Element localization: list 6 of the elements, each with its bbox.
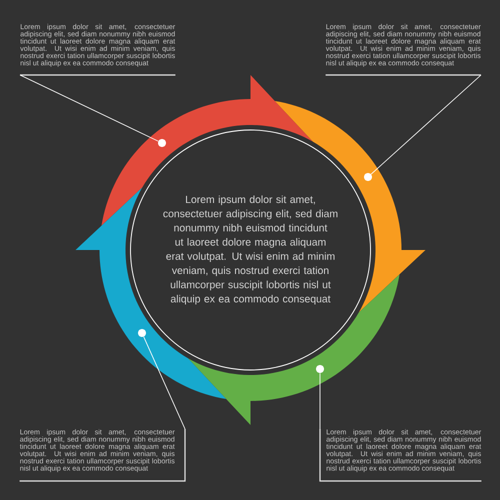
dot (158, 139, 166, 147)
dot (364, 173, 372, 181)
dot (138, 329, 146, 337)
dot (316, 365, 324, 373)
leader-line (370, 74, 482, 175)
leader-line (143, 336, 186, 430)
